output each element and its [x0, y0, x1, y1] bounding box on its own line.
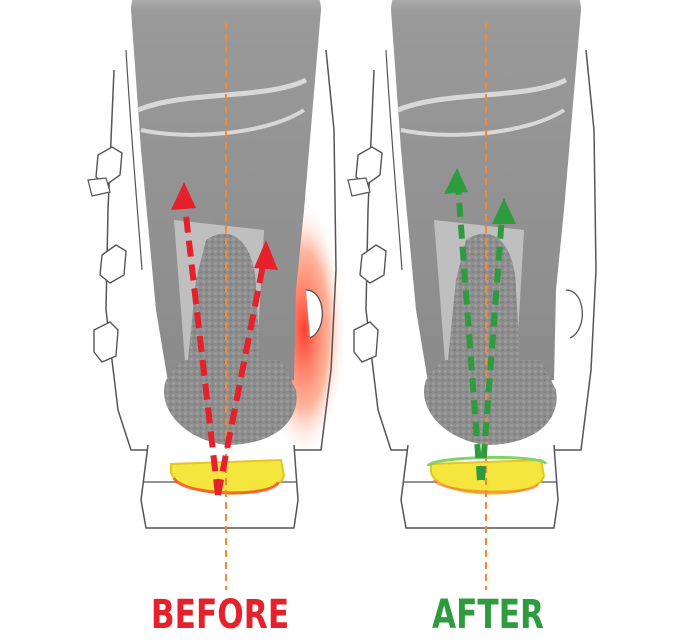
- after-label: AFTER: [431, 592, 545, 638]
- before-label: BEFORE: [150, 592, 290, 638]
- diverging-arrow-icon: [181, 197, 267, 496]
- insole-after-red: [432, 479, 540, 494]
- insole-before-red: [172, 477, 280, 495]
- aligned-arrow-icon: [455, 185, 505, 481]
- boot-before: [88, 0, 346, 590]
- ski-boot-rear-icon: [348, 0, 596, 528]
- insole-after: [430, 458, 546, 495]
- boot-after: [348, 0, 596, 590]
